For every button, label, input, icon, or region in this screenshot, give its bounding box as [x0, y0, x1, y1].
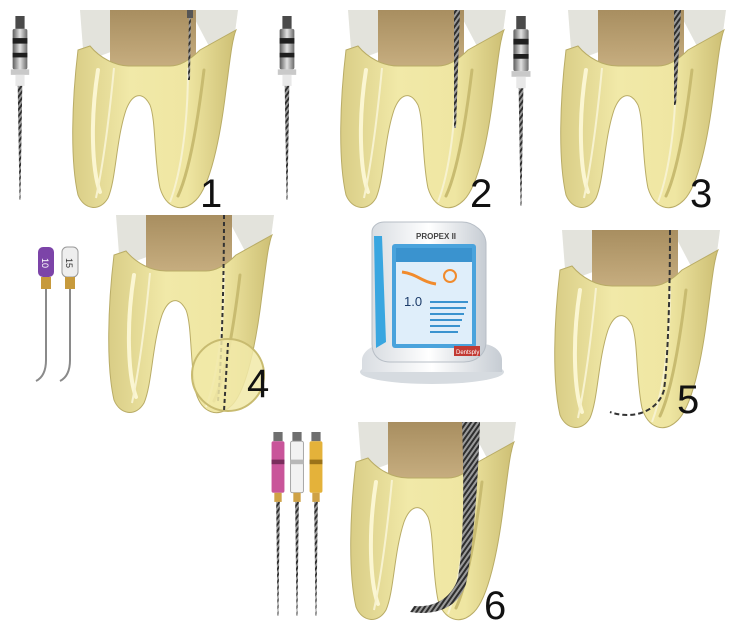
device-reading: 1.0 — [404, 294, 422, 309]
step-number-5: 5 — [677, 380, 699, 420]
hand-file-pair-icon: 10 15 — [36, 247, 78, 381]
apex-locator-device: PROPEX II 1.0 Dentsply — [360, 222, 504, 384]
rotary-file-pink — [272, 432, 285, 616]
device-maker: Dentsply — [456, 350, 479, 356]
hand-file-15: 15 — [60, 247, 78, 381]
rotary-file-icon — [278, 16, 296, 200]
rotary-file-icon — [512, 16, 531, 206]
rotary-file-trio-icon — [272, 432, 323, 616]
device-brand: PROPEX II — [416, 232, 456, 241]
rotary-file-white — [291, 432, 304, 616]
step-number-4: 4 — [247, 364, 269, 404]
rotary-file-icon — [11, 16, 29, 200]
rotary-file-yellow — [310, 432, 323, 616]
step-4-group: 10 15 — [36, 215, 274, 413]
step-number-6: 6 — [484, 586, 506, 626]
step-number-3: 3 — [690, 174, 712, 214]
step-number-2: 2 — [470, 174, 492, 214]
hand-file-10: 10 — [36, 247, 54, 381]
hand-file-10-label: 10 — [40, 258, 50, 268]
step-number-1: 1 — [200, 174, 222, 214]
step-6-group — [272, 422, 516, 620]
hand-file-15-label: 15 — [64, 258, 74, 268]
